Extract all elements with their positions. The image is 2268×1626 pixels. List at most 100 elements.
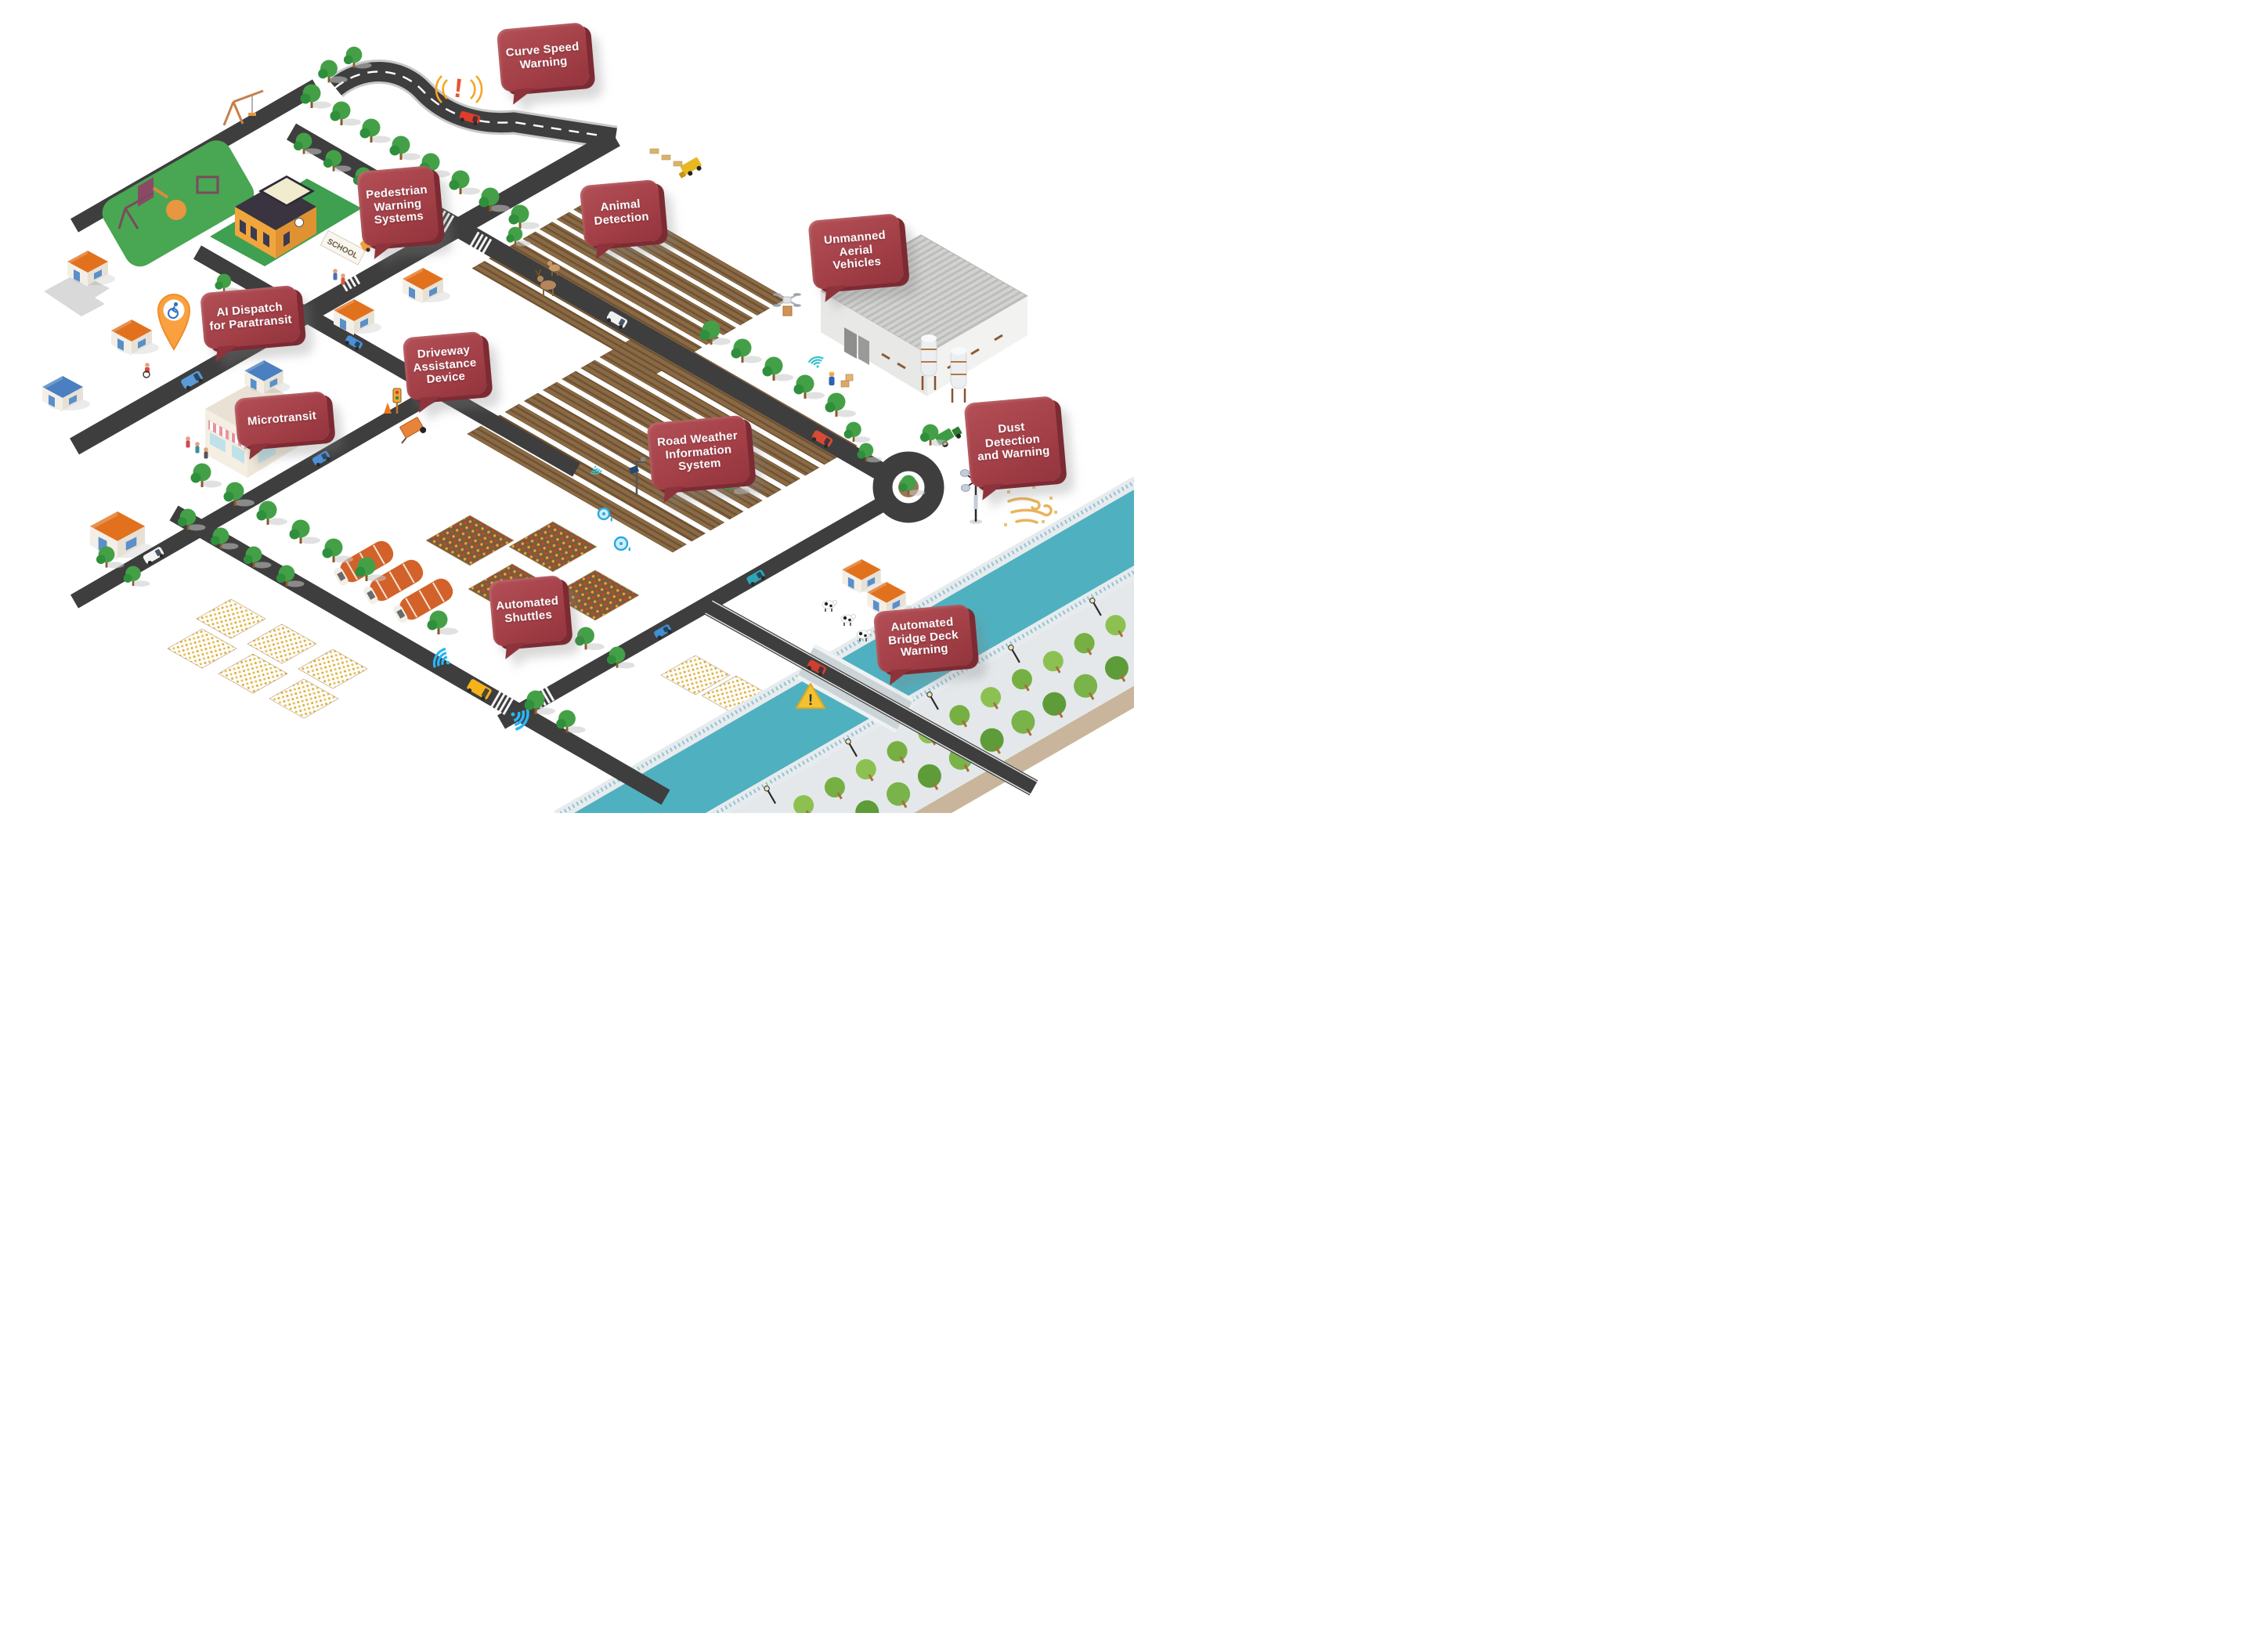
person: [333, 269, 338, 280]
crosswalk: [490, 690, 515, 715]
tree: [857, 443, 882, 463]
school-building: SCHOOL: [210, 175, 367, 266]
tree: [449, 170, 480, 195]
riverbank-tree: [981, 687, 1002, 708]
callout-pedestrian-warning-systems: Pedestrian Warning Systems: [356, 164, 439, 248]
haystack-field: [247, 623, 317, 664]
tree: [256, 500, 287, 526]
isometric-smart-rural-transport-diagram: SCHOOL: [0, 0, 1134, 813]
tree: [123, 565, 150, 587]
parking-lot: [44, 273, 110, 316]
tree: [898, 475, 926, 496]
callout-label: Road Weather Information System: [656, 428, 739, 474]
riverbank-trees: [764, 598, 1129, 813]
cow: [840, 614, 857, 626]
field-strip: [522, 231, 720, 345]
riverbank-tree: [824, 777, 845, 798]
harvester: [678, 157, 702, 179]
haystack-field: [660, 655, 731, 696]
riverbank-tree: [855, 800, 879, 813]
warehouse-worker: [829, 371, 854, 388]
traffic-light-icon: [392, 388, 402, 414]
haystack-field: [167, 628, 237, 669]
callout-unmanned-aerial-vehicles: Unmanned Aerial Vehicles: [807, 213, 905, 290]
flower-field: [425, 515, 515, 566]
wifi-signal-icon: [590, 465, 602, 475]
callout-road-weather-information-system: Road Weather Information System: [646, 414, 751, 491]
person: [195, 442, 200, 453]
riverbank-tree: [1104, 656, 1129, 680]
drone-uav: [773, 293, 801, 316]
riverbank-tree: [1042, 692, 1067, 716]
house: [67, 251, 115, 287]
tree: [177, 508, 206, 531]
field-strip: [467, 425, 687, 553]
callout-driveway-assistance-device: Driveway Assistance Device: [402, 331, 488, 401]
callout-automated-shuttles: Automated Shuttles: [488, 575, 568, 647]
tree: [293, 132, 322, 155]
cow: [822, 600, 838, 612]
callout-label: Automated Shuttles: [495, 594, 559, 626]
callout-automated-bridge-deck-warning: Automated Bridge Deck Warning: [872, 603, 974, 674]
riverbank-tree: [1011, 669, 1032, 690]
tree: [427, 610, 458, 635]
scene-illustration: SCHOOL: [42, 46, 1134, 813]
hay-pallet: [649, 148, 659, 154]
tree: [699, 320, 731, 345]
cow: [856, 630, 872, 641]
field-strip: [599, 349, 820, 476]
tree: [323, 150, 352, 172]
teal-pickup: [746, 569, 765, 587]
callout-label: AI Dispatch for Paratransit: [208, 300, 293, 334]
riverbank-tree: [1074, 633, 1095, 654]
playground: [102, 89, 264, 267]
wheelchair-user: [143, 363, 150, 378]
tree: [300, 84, 331, 109]
blue-sedan: [654, 624, 672, 640]
riverbank-tree: [855, 759, 876, 780]
wheelchair-pin-icon: [157, 294, 191, 351]
flower-field: [508, 521, 598, 573]
callout-label: Curve Speed Warning: [505, 40, 580, 72]
hay-pallet: [661, 154, 671, 161]
hay-pallet: [673, 161, 683, 167]
person: [186, 436, 190, 448]
tree: [318, 60, 348, 83]
tree: [210, 527, 239, 550]
riverbank-tree: [793, 795, 814, 813]
callout-label: Dust Detection and Warning: [977, 420, 1051, 464]
tree: [919, 424, 948, 446]
lamppost-icon: [926, 692, 939, 710]
moisture-sensor-icon: [613, 536, 630, 551]
roundabout: [872, 451, 944, 523]
house: [867, 582, 913, 616]
house: [111, 320, 159, 356]
callout-label: Microtransit: [247, 408, 317, 428]
riverbank-tree: [917, 764, 941, 788]
person: [341, 273, 345, 285]
svg-text:!: !: [452, 74, 464, 104]
weather-station: [628, 457, 645, 497]
haystack-field: [269, 678, 339, 719]
haystack-field: [196, 598, 266, 639]
tanker-truck: [606, 311, 628, 330]
greenhouse-barn: [363, 559, 424, 605]
blue-car: [345, 335, 363, 351]
tree: [506, 226, 531, 247]
tree: [243, 546, 272, 569]
callout-ai-dispatch-for-paratransit: AI Dispatch for Paratransit: [200, 284, 301, 350]
callout-curve-speed-warning: Curve Speed Warning: [496, 22, 590, 92]
tree: [276, 565, 305, 587]
haystack-field: [218, 653, 288, 694]
tree: [419, 153, 450, 178]
main-road-nw: [70, 129, 620, 455]
bridge-red-truck: [807, 659, 827, 677]
flower-field: [551, 569, 640, 621]
crosswalk: [468, 231, 493, 256]
house: [244, 360, 291, 395]
tree: [96, 546, 125, 569]
riverbank-tree: [1074, 674, 1098, 698]
grain-silos: [920, 334, 967, 403]
tree: [359, 118, 391, 143]
riverbank-tree: [887, 782, 911, 806]
